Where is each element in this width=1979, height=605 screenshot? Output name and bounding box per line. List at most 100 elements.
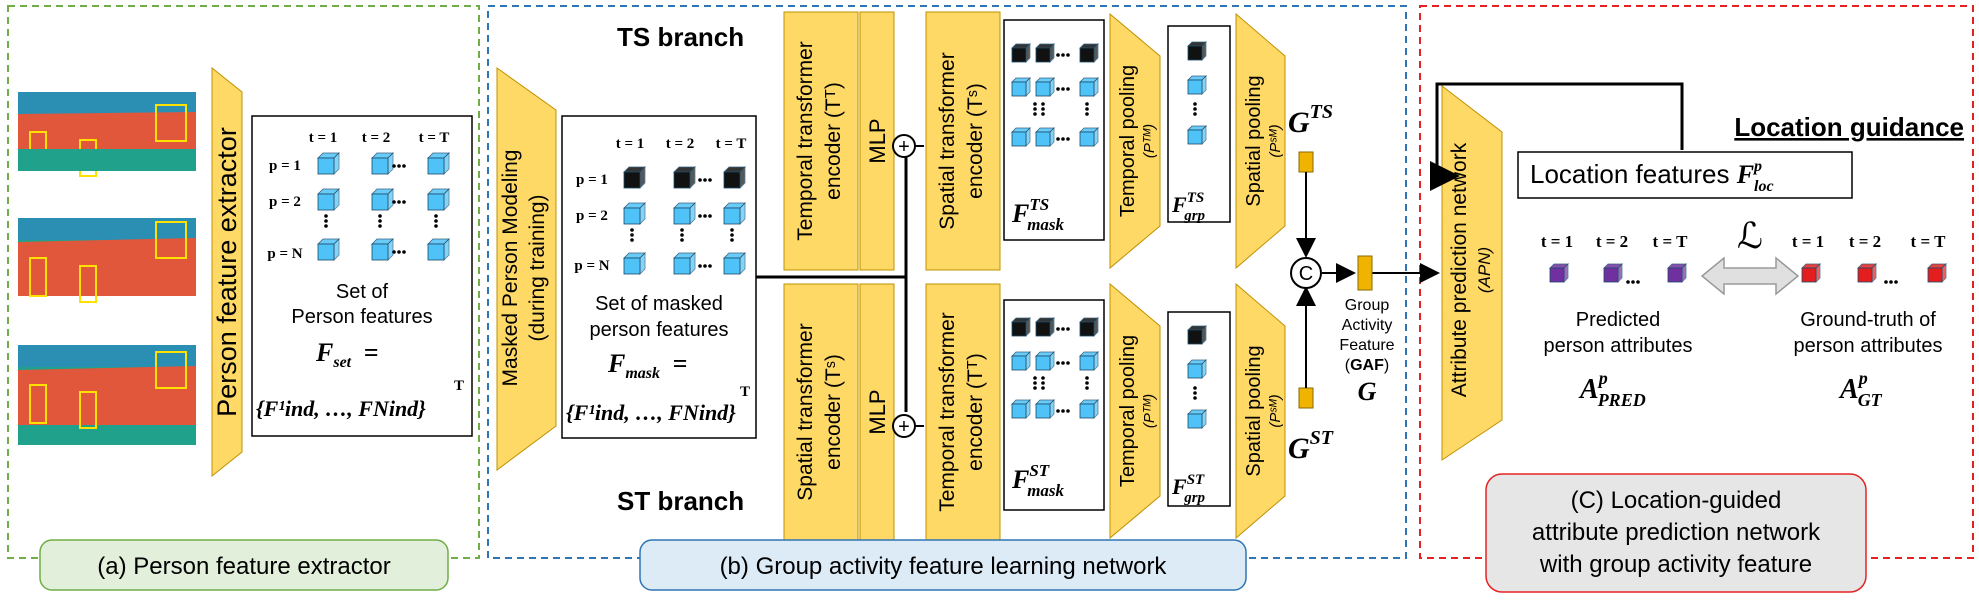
gaf-line3: Feature (1339, 337, 1394, 354)
st-mask-cube-2-2 (1079, 399, 1099, 419)
ts-spatial-encoder-line2: encoder (Tˢ) (964, 83, 987, 199)
st-temporal-encoder: Temporal transformer encoder (Tᵀ) (925, 283, 1001, 541)
masked-cube-0-2 (723, 166, 746, 189)
gt-line2: person attributes (1794, 335, 1943, 357)
masked-formula-body: {F¹ind, …, FNind} (566, 400, 736, 425)
svg-text:Fset =: Fset = (315, 338, 378, 373)
branch-connectors (756, 146, 908, 412)
set-caption-line1: Set of (336, 281, 389, 303)
masked-caption-line2: person features (590, 319, 729, 341)
pred-sup: p (1597, 368, 1608, 388)
masked-header-t1: t = 1 (616, 136, 645, 152)
person-cube-grid (317, 152, 450, 261)
gaf-line2: Activity (1342, 317, 1393, 334)
pred-cube-1 (1603, 263, 1623, 283)
st-grp-cube-2 (1187, 409, 1207, 429)
st-mask-dots-col-1 (1041, 376, 1045, 390)
st-spatial-pool-line1: Spatial pooling (1243, 345, 1265, 476)
set-header-tT: t = T (419, 130, 450, 146)
caption-b-text: (b) Group activity feature learning netw… (720, 553, 1168, 580)
feature-cube-1-1 (371, 188, 394, 211)
gaf-line4-post: ) (1384, 357, 1389, 374)
gaf-label: Group Activity Feature (GAF) G (1339, 297, 1394, 406)
st-spatial-pool-line2: (Pˢᴹ) (1267, 394, 1284, 427)
gt-sym: A (1838, 374, 1859, 405)
gt-sup: p (1857, 368, 1868, 388)
gt-cube-2 (1927, 263, 1947, 283)
st-mask-sup: ST (1029, 461, 1049, 480)
pred-sym: A (1578, 374, 1599, 405)
masked-formula-sym: F (607, 349, 625, 378)
masked-person-modeling: Masked Person Modeling (during training) (496, 67, 557, 471)
gaf-line1: Group (1345, 297, 1390, 314)
masked-cube-1-1 (673, 202, 696, 225)
ts-g-cube (1298, 151, 1314, 173)
ts-temporal-pool-line1: Temporal pooling (1117, 65, 1139, 217)
st-mask-cube-0-1 (1035, 317, 1055, 337)
st-branch-label: ST branch (617, 486, 744, 516)
ts-plus: + (898, 136, 910, 158)
ts-mask-cube-2-1 (1035, 127, 1055, 147)
st-plus: + (898, 416, 910, 438)
st-spatial-encoder-line2: encoder (Tˢ) (822, 354, 845, 470)
location-features-sym: F (1736, 160, 1754, 189)
ts-temporal-encoder: Temporal transformer encoder (Tᵀ) (783, 11, 859, 271)
video-frame-1 (18, 92, 196, 177)
masked-cube-grid (623, 166, 746, 275)
apn-line1: Attribute prediction network (1448, 142, 1471, 397)
set-formula-sub: set (332, 354, 351, 371)
masked-formula-sup: T (740, 384, 750, 400)
st-mask-cube-1-1 (1035, 351, 1055, 371)
location-features-text: Location features (1530, 159, 1737, 189)
apn: Attribute prediction network (APN) (1441, 84, 1503, 461)
masked-cube-1-0 (623, 202, 646, 225)
set-formula-sym: F (315, 338, 333, 367)
ts-mask-sub: mask (1027, 215, 1064, 234)
ts-temporal-pool-line2: (Pᵀᴹ) (1141, 124, 1158, 158)
masked-formula-eq: = (673, 349, 688, 378)
set-formula-eq: = (364, 338, 379, 367)
masked-header-p2: p = 2 (576, 208, 608, 224)
predicted-cubes (1549, 263, 1687, 284)
gt-cube-1 (1857, 263, 1877, 283)
feature-cube-0-2 (427, 152, 450, 175)
st-residual-add: + (892, 414, 924, 438)
gaf-symbol: G (1358, 377, 1377, 406)
ts-mask-sup: TS (1029, 195, 1049, 214)
person-feature-set: t = 1 t = 2 t = T p = 1 p = 2 p = N Set … (251, 115, 473, 437)
set-formula-body: {F¹ind, …, FNind} (256, 396, 426, 421)
feature-cube-1-0 (317, 188, 340, 211)
mpm-line1: Masked Person Modeling (499, 150, 522, 387)
video-frame-3 (18, 345, 196, 445)
feature-dots-row-1 (392, 200, 406, 204)
ts-mask-dots-col-1 (1041, 102, 1045, 116)
st-g-sym: G (1288, 432, 1310, 465)
st-mask-dots-row-0 (1056, 327, 1070, 331)
ts-temporal-pooling: Temporal pooling (Pᵀᴹ) (1109, 12, 1161, 270)
st-mask-dots-row-1 (1056, 361, 1070, 365)
st-temporal-encoder-line1: Temporal transformer (936, 312, 959, 512)
ts-spatial-pooling: Spatial pooling (Pˢᴹ) (1235, 12, 1286, 270)
masked-feature-set: t = 1 t = 2 t = T p = 1 p = 2 p = N Set … (561, 115, 757, 439)
st-mask-sub: mask (1027, 481, 1064, 500)
st-mlp-label: MLP (865, 389, 890, 434)
ts-mask-cube-2-2 (1079, 127, 1099, 147)
ts-mask-cube-0-1 (1035, 43, 1055, 63)
ts-g-sym: G (1288, 106, 1310, 139)
masked-dots-row-0 (698, 178, 712, 182)
st-temporal-pool-line2: (Pᵀᴹ) (1141, 394, 1158, 428)
ts-mlp-label: MLP (865, 118, 890, 163)
loss-symbol: ℒ (1737, 216, 1763, 256)
st-g-sup: ST (1310, 427, 1334, 449)
video-frame-2 (18, 218, 196, 303)
